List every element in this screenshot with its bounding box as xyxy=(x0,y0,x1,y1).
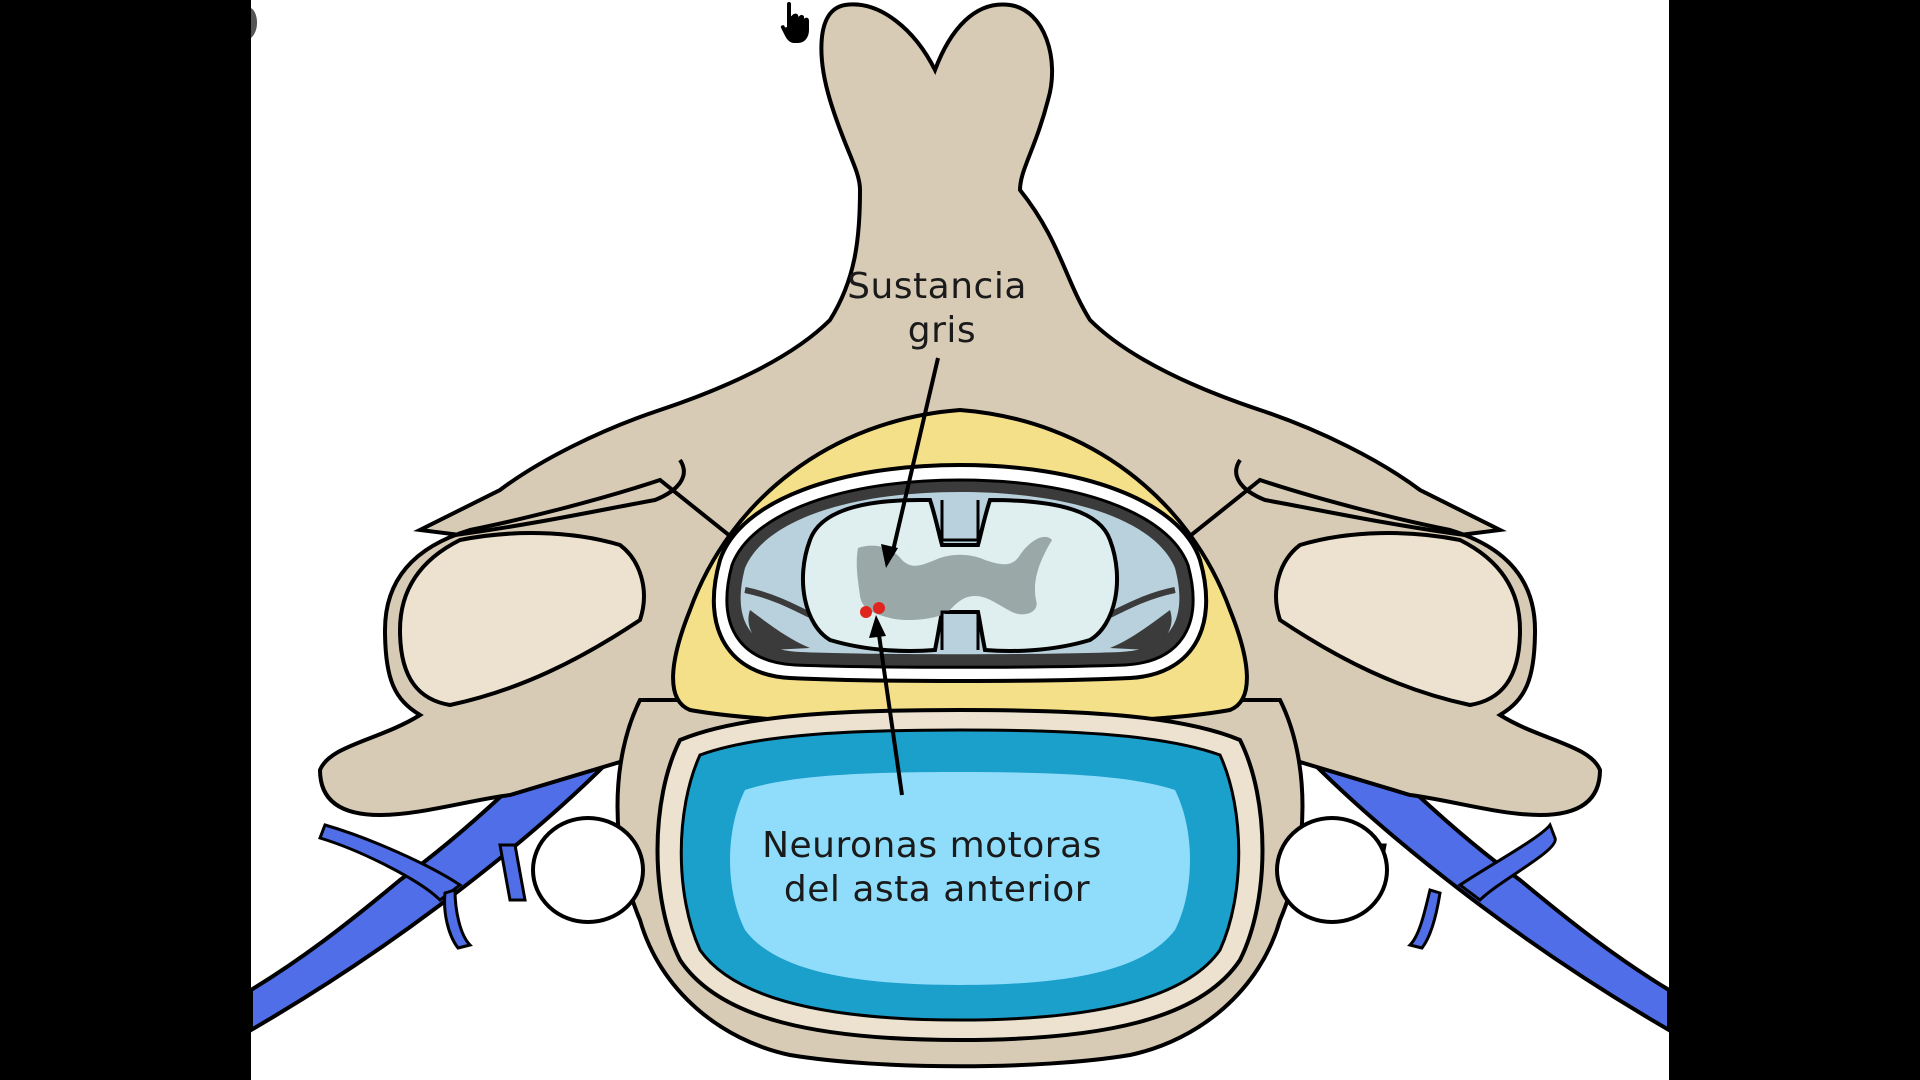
gray-matter-label-line1: Sustancia xyxy=(847,266,1027,307)
gray-matter-arrow-line xyxy=(890,357,940,556)
left-nerve-stub xyxy=(498,843,527,902)
intervertebral-disc xyxy=(655,707,1265,1043)
denticulate-ligament-left xyxy=(744,587,812,618)
left-nerve-branch-upper xyxy=(318,823,463,902)
spinal-canal xyxy=(711,462,1209,683)
right-articular-process xyxy=(1274,531,1523,708)
gray-matter-label-line2: gris xyxy=(908,310,976,351)
left-nerve-branch-lower xyxy=(443,887,473,950)
diagram-labels: Sustancia gris Neuronas motoras del asta… xyxy=(762,266,1102,910)
left-edge-artifact xyxy=(251,8,258,38)
csf-dark-band-right xyxy=(1110,610,1172,650)
motor-neuron-dot-2 xyxy=(873,602,885,614)
left-transverse-foramen xyxy=(531,816,645,924)
hand-pointer-icon xyxy=(778,0,811,45)
label-arrows xyxy=(869,357,940,796)
motor-neuron-dot-1 xyxy=(860,606,872,618)
csf-dark-band-left xyxy=(748,610,810,650)
right-nerve-branch-upper xyxy=(1457,821,1557,902)
disc-nucleus xyxy=(730,772,1190,985)
right-lamina-line xyxy=(1234,458,1466,537)
gray-matter-arrowhead xyxy=(881,544,898,568)
denticulate-ligament-right xyxy=(1108,587,1176,618)
motor-neuron-label-line2: del asta anterior xyxy=(784,869,1090,910)
right-nerve-branch-lower xyxy=(1407,888,1442,950)
anterior-median-fissure xyxy=(940,610,980,650)
motor-neuron-label-line1: Neuronas motoras xyxy=(762,825,1102,866)
motor-neuron-arrow-line xyxy=(876,627,904,796)
left-lamina-line xyxy=(454,458,686,537)
motor-neuron-arrowhead xyxy=(869,615,886,638)
spinal-cord-gray-matter xyxy=(856,536,1052,620)
right-transverse-foramen xyxy=(1275,816,1389,924)
posterior-median-sulcus xyxy=(940,500,980,542)
left-articular-process xyxy=(397,531,646,708)
